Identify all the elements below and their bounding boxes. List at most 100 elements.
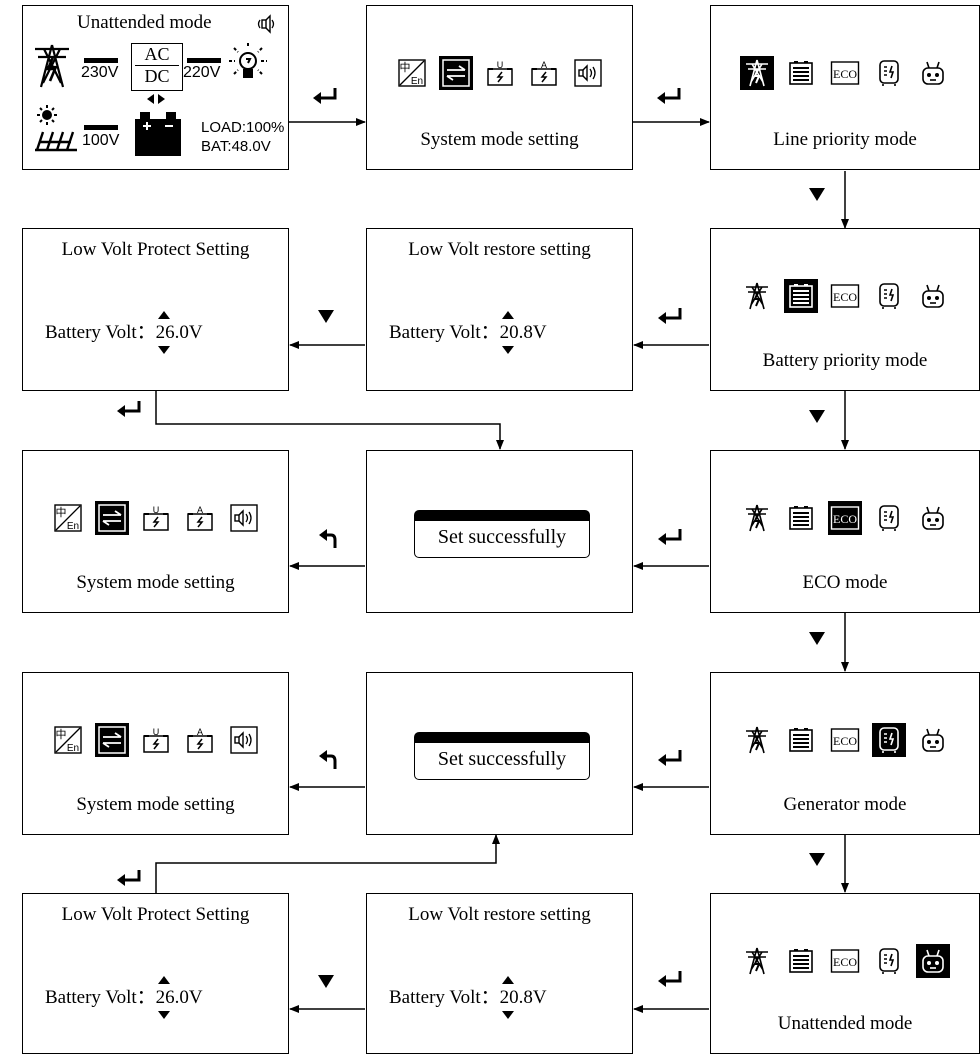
battery-current-icon[interactable]: A bbox=[183, 501, 217, 535]
generator-icon[interactable] bbox=[872, 944, 906, 978]
solar-panel-icon bbox=[33, 124, 79, 159]
battery-volt-label: Battery Volt： bbox=[45, 322, 156, 343]
up-icon[interactable] bbox=[157, 311, 170, 319]
set-success-panel: Set successfully bbox=[366, 450, 633, 613]
down-icon[interactable] bbox=[157, 1011, 170, 1019]
value-stepper[interactable]: 2 bbox=[500, 976, 514, 1019]
eco-icon[interactable]: ECO bbox=[828, 501, 862, 535]
svg-text:中: 中 bbox=[55, 506, 66, 519]
value-rest: 0.8V bbox=[509, 987, 547, 1008]
battery-icon[interactable] bbox=[784, 723, 818, 757]
down-arrow-icon bbox=[809, 853, 825, 871]
speaker-icon[interactable] bbox=[227, 723, 261, 757]
speaker-icon[interactable] bbox=[227, 501, 261, 535]
unattended-mode-panel: ECO Unattended mode bbox=[710, 893, 980, 1054]
svg-text:ECO: ECO bbox=[833, 67, 857, 81]
generator-icon[interactable] bbox=[872, 501, 906, 535]
battery-icon[interactable] bbox=[784, 56, 818, 90]
restore-title: Low Volt restore setting bbox=[408, 239, 591, 260]
svg-text:U: U bbox=[152, 727, 159, 737]
svg-text:ECO: ECO bbox=[833, 290, 857, 304]
enter-icon bbox=[657, 529, 683, 550]
generator-icon[interactable] bbox=[872, 56, 906, 90]
robot-icon[interactable] bbox=[916, 944, 950, 978]
enter-icon bbox=[312, 88, 338, 109]
pylon-icon[interactable] bbox=[740, 56, 774, 90]
line-priority-caption: Line priority mode bbox=[773, 129, 917, 150]
battery-icon[interactable] bbox=[784, 501, 818, 535]
battery-voltage-icon[interactable]: U bbox=[483, 56, 517, 90]
grid-tower-icon bbox=[31, 43, 73, 94]
arrow-protect2-to-success2 bbox=[155, 834, 500, 893]
battery-voltage-icon[interactable]: U bbox=[139, 501, 173, 535]
pylon-icon[interactable] bbox=[740, 279, 774, 313]
enter-icon bbox=[657, 750, 683, 771]
inverter-arrows-icon bbox=[145, 92, 167, 110]
output-bar bbox=[187, 58, 221, 63]
down-icon[interactable] bbox=[157, 346, 170, 354]
up-icon[interactable] bbox=[157, 976, 170, 984]
value-stepper[interactable]: 2 bbox=[499, 311, 514, 354]
value-stepper[interactable]: 2 bbox=[155, 311, 170, 354]
eco-icon[interactable]: ECO bbox=[828, 944, 862, 978]
svg-text:U: U bbox=[496, 60, 503, 70]
down-arrow-icon bbox=[809, 410, 825, 428]
bulb-icon bbox=[228, 41, 268, 94]
home-title: Unattended mode bbox=[77, 12, 212, 33]
system-mode-caption: System mode setting bbox=[76, 794, 235, 815]
battery-current-icon[interactable]: A bbox=[183, 723, 217, 757]
generator-icon[interactable] bbox=[872, 723, 906, 757]
down-icon[interactable] bbox=[501, 1011, 514, 1019]
home-screen-panel: Unattended mode 230V AC DC 220V 100V bbox=[22, 5, 289, 170]
protect-title: Low Volt Protect Setting bbox=[61, 904, 250, 925]
eco-icon[interactable]: ECO bbox=[828, 723, 862, 757]
up-icon[interactable] bbox=[501, 311, 514, 319]
pylon-icon[interactable] bbox=[740, 723, 774, 757]
down-arrow-icon bbox=[809, 632, 825, 650]
robot-icon[interactable] bbox=[916, 279, 950, 313]
pylon-icon[interactable] bbox=[740, 501, 774, 535]
value-stepper[interactable]: 2 bbox=[156, 976, 170, 1019]
switch-icon[interactable] bbox=[94, 501, 129, 535]
arrow-protect-to-success bbox=[155, 391, 504, 450]
generator-icon[interactable] bbox=[872, 279, 906, 313]
battery-current-icon[interactable]: A bbox=[527, 56, 561, 90]
robot-icon[interactable] bbox=[916, 56, 950, 90]
mode-icon-row: ECO bbox=[711, 56, 979, 92]
battery-icon[interactable] bbox=[784, 279, 818, 313]
success-message: Set successfully bbox=[437, 748, 567, 770]
value-rest: 0.8V bbox=[509, 322, 547, 343]
eco-icon[interactable]: ECO bbox=[828, 279, 862, 313]
mode-icon-row: ECO bbox=[711, 279, 979, 315]
value-first-digit: 2 bbox=[155, 322, 166, 343]
switch-icon[interactable] bbox=[438, 56, 473, 90]
speaker-icon[interactable] bbox=[571, 56, 605, 90]
restore-title: Low Volt restore setting bbox=[408, 904, 591, 925]
ac-dc-box: AC DC bbox=[131, 43, 183, 91]
switch-icon[interactable] bbox=[94, 723, 129, 757]
robot-icon[interactable] bbox=[916, 723, 950, 757]
pylon-icon[interactable] bbox=[740, 944, 774, 978]
grid-bar bbox=[84, 58, 118, 63]
up-icon[interactable] bbox=[501, 976, 514, 984]
robot-icon[interactable] bbox=[916, 501, 950, 535]
eco-icon[interactable]: ECO bbox=[828, 56, 862, 90]
mode-icon-row: ECO bbox=[711, 501, 979, 537]
value-first-digit: 2 bbox=[499, 322, 510, 343]
svg-text:中: 中 bbox=[399, 61, 410, 74]
battery-status: BAT:48.0V bbox=[201, 138, 271, 155]
battery-voltage-icon[interactable]: U bbox=[139, 723, 173, 757]
sun-icon bbox=[35, 104, 59, 131]
svg-text:A: A bbox=[196, 505, 202, 515]
down-icon[interactable] bbox=[501, 346, 514, 354]
battery-icon[interactable] bbox=[784, 944, 818, 978]
